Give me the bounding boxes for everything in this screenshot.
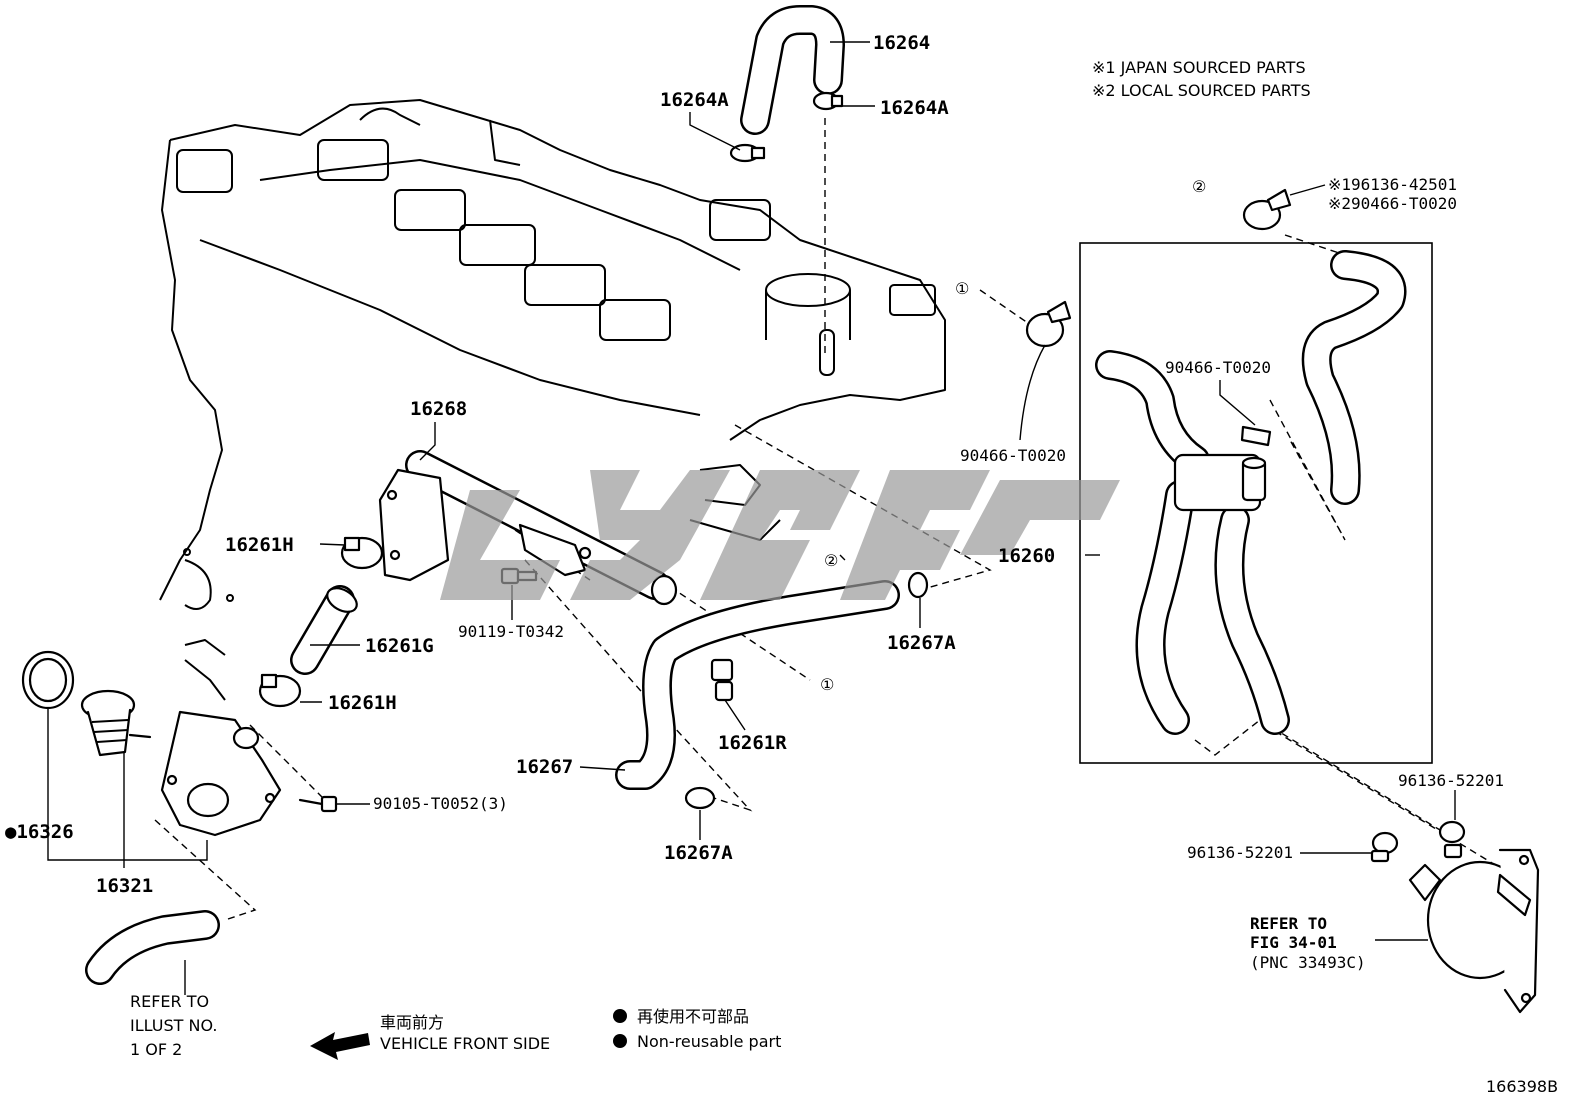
callout-16326: ●16326 [5, 821, 74, 843]
water-inlet-housing [160, 710, 282, 837]
marker-1-top: ① [955, 279, 969, 298]
callout-90466-T0020-box: 90466-T0020 [1165, 358, 1271, 377]
callout-16261R: 16261R [718, 732, 787, 754]
svg-text:ILLUST NO.: ILLUST NO. [130, 1016, 217, 1035]
callout-16268: 16268 [410, 398, 467, 420]
svg-text:REFER TO: REFER TO [130, 992, 209, 1011]
leader-lines [47, 41, 1456, 995]
svg-text:REFER TO: REFER TO [1250, 914, 1327, 933]
note-japan-sourced: ※1 JAPAN SOURCED PARTS [1092, 58, 1306, 77]
callout-16261G: 16261G [365, 635, 434, 657]
union-fitting-16260 [1173, 453, 1267, 512]
clamp-90466-box [1240, 425, 1272, 447]
callout-90466-T0020-2: ※290466-T0020 [1328, 194, 1457, 213]
callout-96136-52201-top: 96136-52201 [1398, 771, 1504, 790]
clamp-96136-top [1438, 820, 1466, 859]
clamp-96136-left [1370, 831, 1399, 863]
hose-right-upper [1301, 250, 1407, 505]
bolt-90105 [298, 795, 338, 813]
gasket-16326 [21, 650, 75, 710]
legend-nonreuse-jp: 再使用不可部品 [637, 1007, 749, 1026]
callout-16264A-right: 16264A [880, 97, 949, 119]
clamp-16261H-bottom [258, 673, 302, 708]
water-outlet-flange-16268 [378, 468, 450, 582]
callout-96136-42501: ※196136-42501 [1328, 175, 1457, 194]
figure-id: 166398B [1486, 1077, 1558, 1096]
callout-16321: 16321 [96, 875, 153, 897]
callout-16261H-bottom: 16261H [328, 692, 397, 714]
bracket-16268 [518, 523, 592, 577]
refer-cooler-text: REFER TO FIG 34-01 (PNC 33493C) [1250, 914, 1366, 972]
hose-16264 [740, 5, 845, 135]
hose-16261G [290, 585, 358, 675]
watermark [440, 470, 1120, 600]
nonreusable-dot-icon-2 [613, 1034, 627, 1048]
clamp-16267A-bottom [684, 786, 716, 810]
callout-16260: 16260 [998, 545, 1055, 567]
legend-front-en: VEHICLE FRONT SIDE [380, 1034, 550, 1053]
nonreusable-dot-icon [613, 1009, 627, 1023]
clamp-16261H-top [340, 536, 384, 570]
callout-16267: 16267 [516, 756, 573, 778]
legend-nonreuse-en: Non-reusable part [637, 1032, 781, 1051]
clamp-16261R [710, 658, 734, 702]
callout-90119-T0342: 90119-T0342 [458, 622, 564, 641]
svg-text:1 OF 2: 1 OF 2 [130, 1040, 182, 1059]
vehicle-front-arrow-icon [310, 1032, 370, 1060]
callout-16267A-bottom: 16267A [664, 842, 733, 864]
callout-16264: 16264 [873, 32, 930, 54]
hose-lower-left [85, 910, 220, 985]
svg-text:(PNC 33493C): (PNC 33493C) [1250, 953, 1366, 972]
assembly-dashed-lines [154, 118, 1521, 921]
clamp-90466-left [1025, 300, 1072, 348]
oil-cooler [1408, 848, 1540, 1014]
callout-90105-T0052: 90105-T0052(3) [373, 794, 508, 813]
refer-illust-text: REFER TO ILLUST NO. 1 OF 2 [130, 992, 217, 1059]
hose-right-left [1095, 350, 1290, 735]
thermostat-16321 [80, 689, 152, 757]
callout-16261H-top: 16261H [225, 534, 294, 556]
clamp-top-right [1242, 188, 1292, 231]
callout-16264A-left: 16264A [660, 89, 729, 111]
legend-front-jp: 車両前方 [380, 1013, 444, 1032]
svg-text:FIG 34-01: FIG 34-01 [1250, 933, 1337, 952]
marker-1-mid: ① [820, 675, 834, 694]
callout-96136-52201-left: 96136-52201 [1187, 843, 1293, 862]
marker-2-mid: ② [824, 551, 838, 570]
clamp-16264A-right [812, 91, 844, 111]
note-local-sourced: ※2 LOCAL SOURCED PARTS [1092, 81, 1311, 100]
callout-90466-T0020-left: 90466-T0020 [960, 446, 1066, 465]
hose-16267 [615, 580, 900, 790]
callout-16267A-right: 16267A [887, 632, 956, 654]
clamp-16267A-right [907, 571, 929, 599]
marker-2-top: ② [1192, 177, 1206, 196]
